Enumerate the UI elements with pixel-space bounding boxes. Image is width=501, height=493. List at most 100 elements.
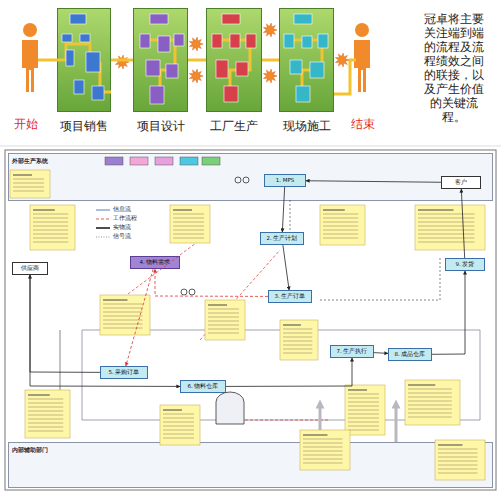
flow-arrow: [155, 269, 268, 296]
process-block: [140, 34, 150, 48]
note-card: [30, 205, 75, 250]
note-card: [408, 409, 452, 410]
legend-text: 实物流: [113, 224, 131, 231]
legend-sample: [95, 216, 111, 222]
note-card: [408, 397, 452, 398]
note-card: [33, 242, 68, 243]
process-block: [296, 86, 310, 102]
note-card: [348, 426, 379, 427]
legend-sample: [95, 225, 111, 231]
note-card: [408, 413, 452, 414]
start-label: 开始: [14, 116, 38, 133]
note-card: [323, 214, 358, 215]
note-card: [418, 226, 475, 227]
legend-row: 工作流程: [95, 215, 137, 222]
box-label: 7. 生产执行: [337, 349, 368, 355]
note-card: [438, 453, 478, 454]
stage-panel: 项目设计: [133, 8, 188, 112]
note-card: [13, 175, 32, 176]
process-block: [166, 64, 178, 78]
note-card: [160, 405, 200, 445]
process-block: [310, 62, 324, 78]
band-title: 外部生产系统: [12, 157, 48, 166]
box-label: 客户: [455, 180, 467, 186]
process-block: [222, 14, 240, 24]
header-swatch: [180, 157, 198, 165]
legend-line: [96, 236, 110, 237]
starburst: [263, 69, 277, 83]
note-card: [13, 179, 44, 180]
note-card: [408, 393, 452, 394]
box-label: 9. 发货: [456, 262, 475, 268]
note-card: [10, 170, 485, 480]
process-block: [158, 36, 170, 52]
process-block: [74, 80, 84, 94]
flow-arrow: [374, 352, 388, 354]
note-card: [173, 226, 204, 227]
note-card: [163, 438, 194, 439]
note-card: [10, 170, 50, 198]
flow-arrow: [461, 189, 464, 258]
box-label: 5. 采购订单: [109, 370, 140, 376]
note-card: [208, 305, 227, 306]
glasses-icon: [181, 289, 187, 295]
process-block: [146, 60, 160, 76]
note-card: [323, 234, 358, 235]
note-card: [418, 234, 475, 235]
flow-arrow: [126, 269, 153, 366]
note-card: [163, 434, 194, 435]
note-card: [438, 445, 463, 446]
stage-panel: 现场施工: [279, 8, 334, 112]
starburst: [189, 69, 203, 83]
note-card: [348, 414, 379, 415]
note-card: [208, 317, 239, 318]
note-card: [438, 461, 478, 462]
support-arrow: [320, 404, 396, 442]
process-block: [236, 62, 248, 76]
note-card: [208, 321, 239, 322]
wire: [320, 258, 440, 300]
starburst: [115, 55, 129, 69]
note-card: [28, 427, 63, 428]
note-card: [28, 407, 63, 408]
note-card: [438, 449, 478, 450]
glasses-icon: [181, 177, 249, 295]
flow-line: [218, 40, 250, 94]
note-card: [28, 411, 63, 412]
note-card: [418, 230, 475, 231]
note-card: [208, 309, 239, 310]
note-card: [160, 405, 200, 445]
process-box: 5. 采购订单: [100, 366, 148, 379]
note-card: [303, 463, 343, 464]
header-swatch: [130, 157, 148, 165]
note-card: [408, 385, 435, 386]
note-card: [408, 405, 452, 406]
process-block: [80, 34, 90, 42]
note-card: [283, 349, 312, 350]
note-card: [33, 214, 68, 215]
header-swatch: [202, 157, 220, 165]
flow-arrow: [283, 245, 289, 290]
note-card: [323, 218, 358, 219]
process-block: [150, 86, 164, 104]
note-card: [348, 430, 379, 431]
value-stream-link: [111, 59, 133, 62]
note-card: [103, 320, 143, 321]
note-card: [205, 300, 245, 340]
note-card: [348, 402, 379, 403]
value-stream-link: [262, 59, 279, 62]
process-block: [70, 14, 86, 24]
legend-row: 信号流: [95, 233, 131, 240]
flow-line: [38, 44, 90, 62]
note-card: [435, 440, 485, 480]
process-box: 2. 生产计划: [260, 232, 304, 245]
note-card: [100, 295, 150, 335]
note-card: [103, 308, 143, 309]
person-icon: [355, 23, 369, 37]
box-label: 8. 成品仓库: [395, 352, 426, 358]
note-card: [103, 312, 143, 313]
note-card: [303, 435, 328, 436]
box-label: 2. 生产计划: [267, 236, 298, 242]
legend-text: 信息流: [113, 206, 131, 213]
